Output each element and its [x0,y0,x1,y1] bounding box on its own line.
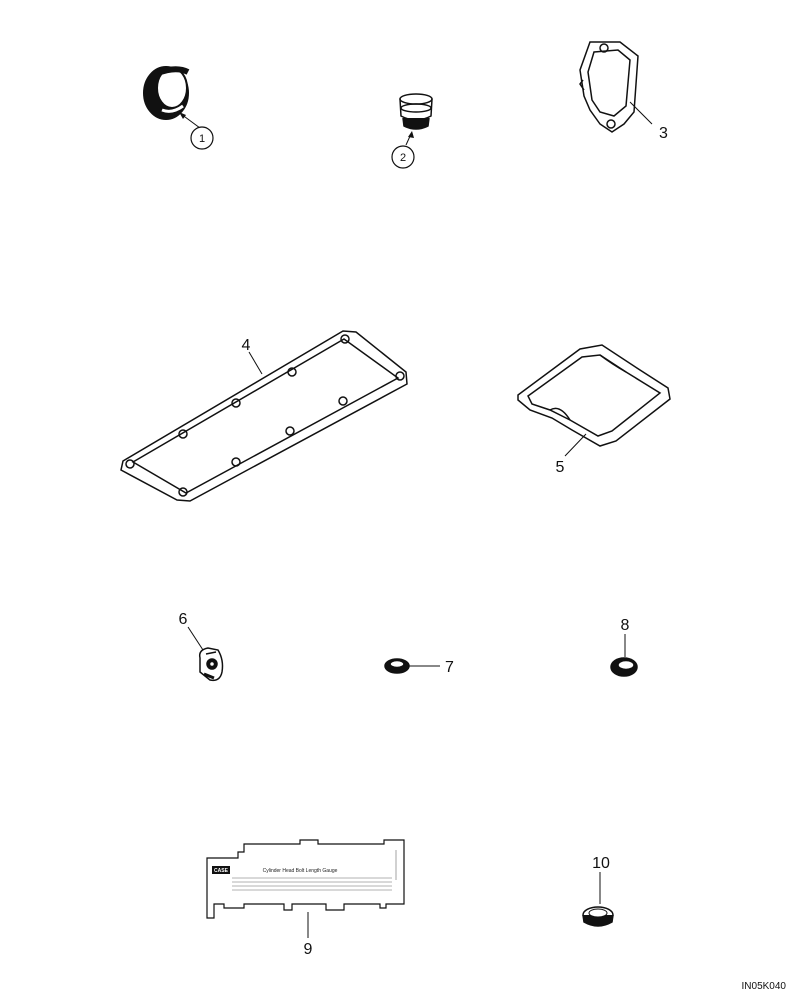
callout-2: 2 [391,131,415,169]
callout-9-label: 9 [304,941,313,958]
part-9-bolt-length-gauge: CASE Cylinder Head Bolt Length Gauge [206,839,405,919]
callout-5-label: 5 [556,459,565,476]
callout-2-label: 2 [400,152,406,164]
part-7-washer [384,658,410,674]
callout-6: 6 [179,611,204,651]
callout-6-label: 6 [179,611,188,628]
callout-1: 1 [179,112,214,150]
callout-5: 5 [556,433,587,476]
callout-8: 8 [621,617,630,657]
part-8-washer [610,657,638,677]
part-5-rocker-cover-gasket [517,344,671,447]
part-4-valve-cover-gasket [120,330,408,502]
part-6-clip [198,647,224,682]
callout-10: 10 [592,855,610,904]
callout-3: 3 [629,101,668,142]
part-1-seal [143,66,190,120]
callout-4: 4 [242,337,263,375]
reference-code: IN05K040 [741,981,786,992]
callout-10-label: 10 [592,855,610,872]
callout-7-label: 7 [445,659,454,676]
part-3-exhaust-gasket [579,41,639,133]
callout-8-label: 8 [621,617,630,634]
gauge-title: Cylinder Head Bolt Length Gauge [263,868,338,874]
gauge-brand: CASE [214,868,229,874]
callout-9: 9 [304,912,313,958]
part-2-valve-seal [399,93,433,130]
gauge-brand-box [212,866,230,874]
callout-1-label: 1 [199,133,205,145]
callout-3-label: 3 [659,125,668,142]
part-10-plug [582,906,614,927]
callout-4-label: 4 [242,337,251,354]
callout-7: 7 [409,659,454,676]
